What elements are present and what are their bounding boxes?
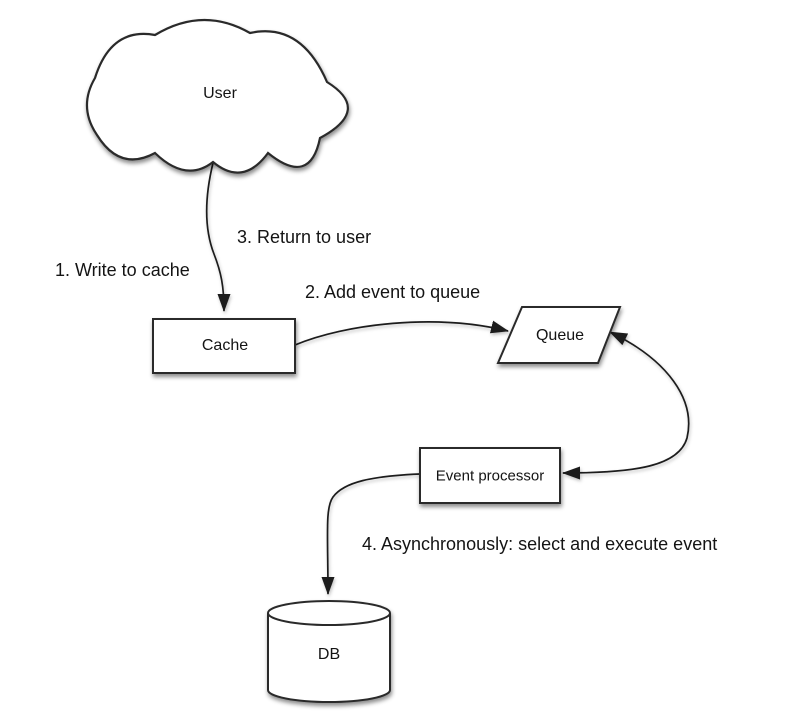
edge-label-write-to-cache: 1. Write to cache: [55, 260, 190, 280]
arrow-event-processor-to-db: [321, 473, 421, 595]
user-cloud-shape: [85, 18, 349, 174]
queue-parallelogram-shape: [496, 306, 622, 364]
queue-node-label: Queue: [535, 327, 585, 344]
event-processor-box-shape: [419, 447, 561, 504]
arrow-user-to-cache: [205, 162, 231, 312]
db-node-label: DB: [317, 646, 341, 663]
arrow-cache-to-queue: [294, 320, 509, 346]
cache-box-shape: [152, 318, 296, 374]
db-cylinder-shape: [267, 600, 391, 703]
arrow-queue-event-processor: [562, 331, 690, 480]
event-processor-node-label: Event processor: [435, 467, 545, 485]
edge-label-async-select-execute: 4. Asynchronously: select and execute ev…: [362, 534, 718, 554]
edge-label-add-event-to-queue: 2. Add event to queue: [305, 282, 481, 302]
db-cylinder-top: [267, 600, 391, 626]
cache-node-label: Cache: [201, 337, 249, 354]
edge-label-return-to-user: 3. Return to user: [237, 227, 372, 247]
db-cylinder-body: [267, 613, 391, 703]
user-node-label: User: [203, 85, 237, 102]
